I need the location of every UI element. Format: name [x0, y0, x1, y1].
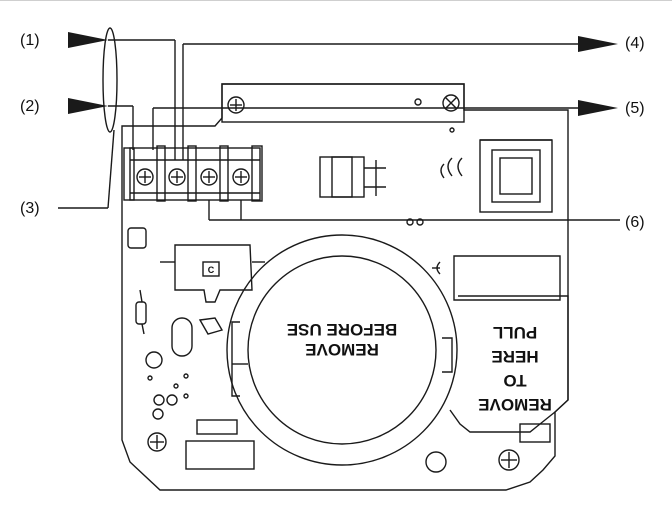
capacitor-pair — [440, 157, 463, 179]
top-rule — [0, 0, 672, 1]
bracket-hole — [414, 98, 422, 106]
loop-component-c — [152, 408, 164, 420]
tab-label-line2: TO — [503, 371, 526, 390]
bracket-screw-right — [442, 94, 460, 112]
tab-label-line3: HERE — [491, 347, 538, 366]
callout-2: (2) — [20, 98, 40, 115]
callout-4: (4) — [625, 35, 645, 52]
circuit-board-outline — [121, 83, 569, 491]
electrolytic-capacitor — [432, 255, 561, 301]
board-dot-5 — [183, 373, 189, 379]
callout-5: (5) — [625, 100, 645, 117]
pull-tab — [449, 295, 569, 433]
resistor-component — [135, 289, 147, 335]
board-dot-6 — [183, 393, 189, 399]
transistor-component — [145, 351, 163, 369]
inductor-component — [319, 156, 386, 198]
board-hole-bottom — [425, 451, 447, 473]
battery-label-line2: BEFORE USE — [287, 320, 398, 339]
board-screw-bottom-right — [498, 449, 520, 471]
loop-component-b — [166, 394, 178, 406]
relay-label: C — [208, 265, 215, 275]
small-component-block — [127, 227, 147, 249]
board-dot-2 — [416, 218, 424, 226]
relay-component — [160, 244, 265, 303]
board-hole-small — [449, 127, 455, 133]
bottom-component-c — [519, 423, 551, 443]
bottom-component-b — [185, 440, 255, 470]
terminal-screw-1 — [136, 168, 154, 186]
loop-component-a — [153, 394, 165, 406]
callout-6: (6) — [625, 214, 645, 231]
tab-label-line4: PULL — [493, 323, 537, 342]
terminal-block — [123, 145, 263, 202]
battery-holder — [226, 234, 458, 466]
bracket-screw-left — [227, 96, 245, 114]
terminal-screw-4 — [232, 168, 250, 186]
bottom-component-a — [196, 419, 238, 435]
board-dot-4 — [173, 383, 179, 389]
callout-1: (1) — [20, 32, 40, 49]
wire-group-ellipse — [102, 27, 118, 133]
oval-component — [171, 317, 193, 357]
clip-component — [198, 317, 224, 335]
board-screw-bottom-left — [147, 432, 167, 452]
battery-label-line1: REMOVE — [305, 340, 379, 359]
battery-cell — [247, 255, 437, 445]
transformer-component — [479, 139, 553, 213]
callout-3: (3) — [20, 200, 40, 217]
arrowhead-2 — [68, 98, 108, 114]
leader-line-3-rise — [107, 129, 115, 209]
terminal-screw-2 — [168, 168, 186, 186]
arrowhead-1 — [68, 32, 108, 48]
board-dot-3 — [147, 375, 153, 381]
terminal-screw-3 — [200, 168, 218, 186]
arrowhead-5 — [578, 100, 618, 116]
tab-label-line1: REMOVE — [478, 395, 552, 414]
mounting-bracket — [221, 83, 465, 123]
board-dot-1 — [406, 218, 414, 226]
arrowhead-4 — [578, 36, 618, 52]
